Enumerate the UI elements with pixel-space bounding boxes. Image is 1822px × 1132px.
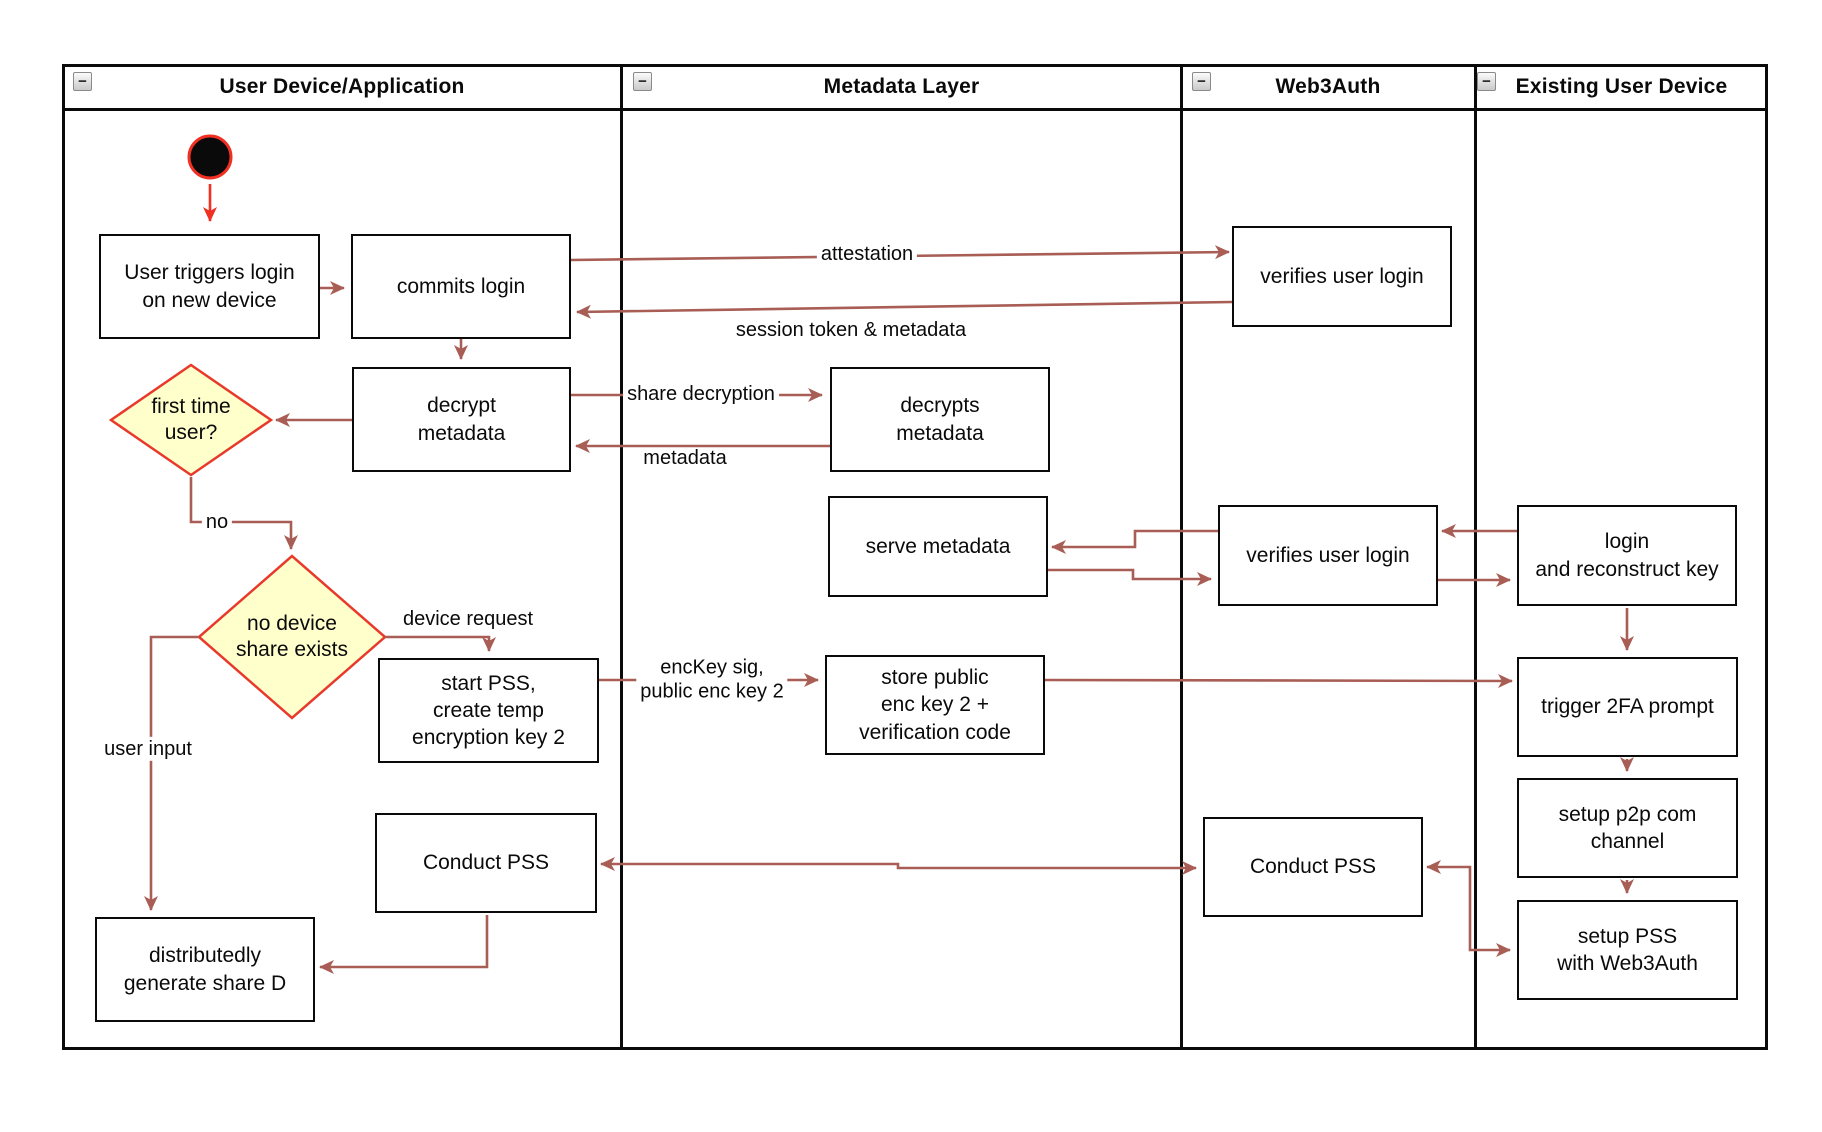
node-conduct-pss-user[interactable]: Conduct PSS [375, 813, 597, 913]
edge-label-enckey-sig: encKey sig, public enc key 2 [636, 655, 788, 705]
edge-label-no: no [201, 509, 233, 535]
lane-divider-2 [1180, 64, 1183, 1050]
node-store-public-enc-key[interactable]: store public enc key 2 + verification co… [825, 655, 1045, 755]
node-decrypt-metadata[interactable]: decrypt metadata [352, 367, 571, 472]
collapse-icon[interactable]: − [1477, 72, 1496, 91]
node-start-pss[interactable]: start PSS, create temp encryption key 2 [378, 658, 599, 763]
node-verifies-user-login-top[interactable]: verifies user login [1232, 226, 1452, 327]
node-setup-pss-web3auth[interactable]: setup PSS with Web3Auth [1517, 900, 1738, 1000]
lane-title-user-device: User Device/Application [219, 75, 465, 98]
node-distributedly-generate-share[interactable]: distributedly generate share D [95, 917, 315, 1022]
lane-divider-1 [620, 64, 623, 1050]
node-serve-metadata[interactable]: serve metadata [828, 496, 1048, 597]
collapse-icon[interactable]: − [1192, 72, 1211, 91]
node-commits-login[interactable]: commits login [351, 234, 571, 339]
lane-title-existing-device: Existing User Device [1515, 75, 1728, 98]
decision-no-device-share-label: no device share exists [235, 611, 349, 661]
node-verifies-user-login-mid[interactable]: verifies user login [1218, 505, 1438, 606]
node-login-reconstruct-key[interactable]: login and reconstruct key [1517, 505, 1737, 606]
edge-label-share-decryption: share decryption [623, 381, 779, 407]
edge-label-session-token: session token & metadata [735, 318, 967, 341]
decision-first-time-user-label: first time user? [151, 394, 231, 444]
lane-divider-3 [1474, 64, 1477, 1050]
lane-title-web3auth: Web3Auth [1275, 75, 1381, 98]
node-user-triggers-login[interactable]: User triggers login on new device [99, 234, 320, 339]
node-conduct-pss-web3auth[interactable]: Conduct PSS [1203, 817, 1423, 917]
node-trigger-2fa-prompt[interactable]: trigger 2FA prompt [1517, 657, 1738, 757]
collapse-icon[interactable]: − [633, 72, 652, 91]
diagram-border [62, 64, 1768, 1050]
edge-label-user-input: user input [100, 736, 196, 762]
collapse-icon[interactable]: − [73, 72, 92, 91]
lane-title-metadata-layer: Metadata Layer [823, 75, 980, 98]
edge-label-attestation: attestation [816, 241, 918, 267]
node-decrypts-metadata[interactable]: decrypts metadata [830, 367, 1050, 472]
node-setup-p2p-channel[interactable]: setup p2p com channel [1517, 778, 1738, 878]
header-divider-line [62, 108, 1768, 111]
edge-label-device-request: device request [402, 607, 534, 630]
edge-label-metadata: metadata [643, 446, 727, 469]
